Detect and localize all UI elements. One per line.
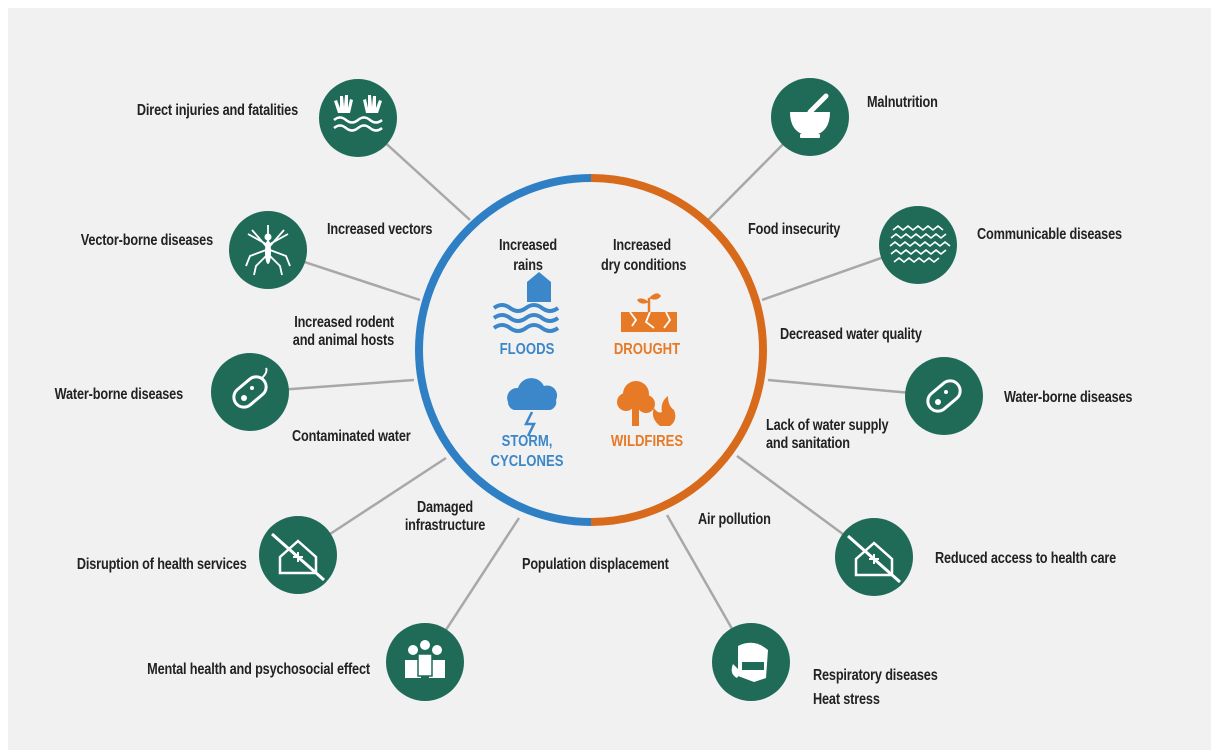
drought-label: DROUGHT <box>613 341 681 358</box>
storm-cloud-icon <box>507 378 558 437</box>
outcome-reduced-access: Reduced access to health care <box>935 550 1117 567</box>
pathway-lack-water-supply: Lack of water supply and sanitation <box>766 417 889 452</box>
pathway-air-pollution: Air pollution <box>698 511 771 528</box>
outcome-circle <box>319 79 397 157</box>
hands-in-water-icon <box>333 95 383 132</box>
flood-house-icon <box>492 272 560 333</box>
outcome-direct-injuries: Direct injuries and fatalities <box>136 102 298 119</box>
damaged-clinic-icon <box>847 534 901 584</box>
outcome-water-borne-right: Water-borne diseases <box>1004 389 1133 406</box>
drought-plant-icon <box>621 293 677 332</box>
bacteria-icon <box>926 379 962 413</box>
diagram-panel <box>8 8 1211 750</box>
pathway-contaminated-water: Contaminated water <box>292 428 411 445</box>
pathway-rodent-hosts: Increased rodent and animal hosts <box>292 314 394 349</box>
storm-cyclones-label: STORM, CYCLONES <box>490 433 564 470</box>
mosquito-icon <box>245 225 291 276</box>
ring-right-arc <box>590 174 767 526</box>
people-group-icon <box>405 640 445 678</box>
mortar-pestle-icon <box>790 93 830 138</box>
pathway-population-displacement: Population displacement <box>522 556 669 573</box>
virus-pattern-icon <box>889 224 951 264</box>
outcome-disruption-health: Disruption of health services <box>76 556 247 573</box>
wildfires-label: WILDFIRES <box>610 433 684 450</box>
outcome-communicable: Communicable diseases <box>977 226 1122 243</box>
outcome-mental-health: Mental health and psychosocial effect <box>147 661 370 678</box>
pathway-increased-vectors: Increased vectors <box>327 221 433 238</box>
outcome-vector-borne: Vector-borne diseases <box>80 232 213 249</box>
face-mask-icon <box>731 642 768 682</box>
outcome-malnutrition: Malnutrition <box>867 94 938 111</box>
pathway-food-insecurity: Food insecurity <box>748 221 841 238</box>
wildfire-tree-icon <box>617 381 676 426</box>
ring-left-arc <box>415 174 592 526</box>
damaged-clinic-icon <box>271 532 325 582</box>
floods-label: FLOODS <box>499 341 555 358</box>
pathway-damaged-infrastructure: Damaged infrastructure <box>404 499 486 534</box>
pathway-decreased-water-quality: Decreased water quality <box>780 326 922 343</box>
increased-rains-label: Increased rains <box>499 237 557 274</box>
central-ring <box>415 174 767 526</box>
outcome-water-borne-left: Water-borne diseases <box>54 386 184 403</box>
outcome-respiratory-heat: Respiratory diseases Heat stress <box>813 667 938 708</box>
outcome-circle <box>905 357 983 435</box>
connector-lines <box>249 116 945 663</box>
bacteria-icon <box>232 367 268 409</box>
outcome-circle <box>211 353 289 431</box>
increased-dry-conditions-label: Increased dry conditions <box>601 237 687 274</box>
